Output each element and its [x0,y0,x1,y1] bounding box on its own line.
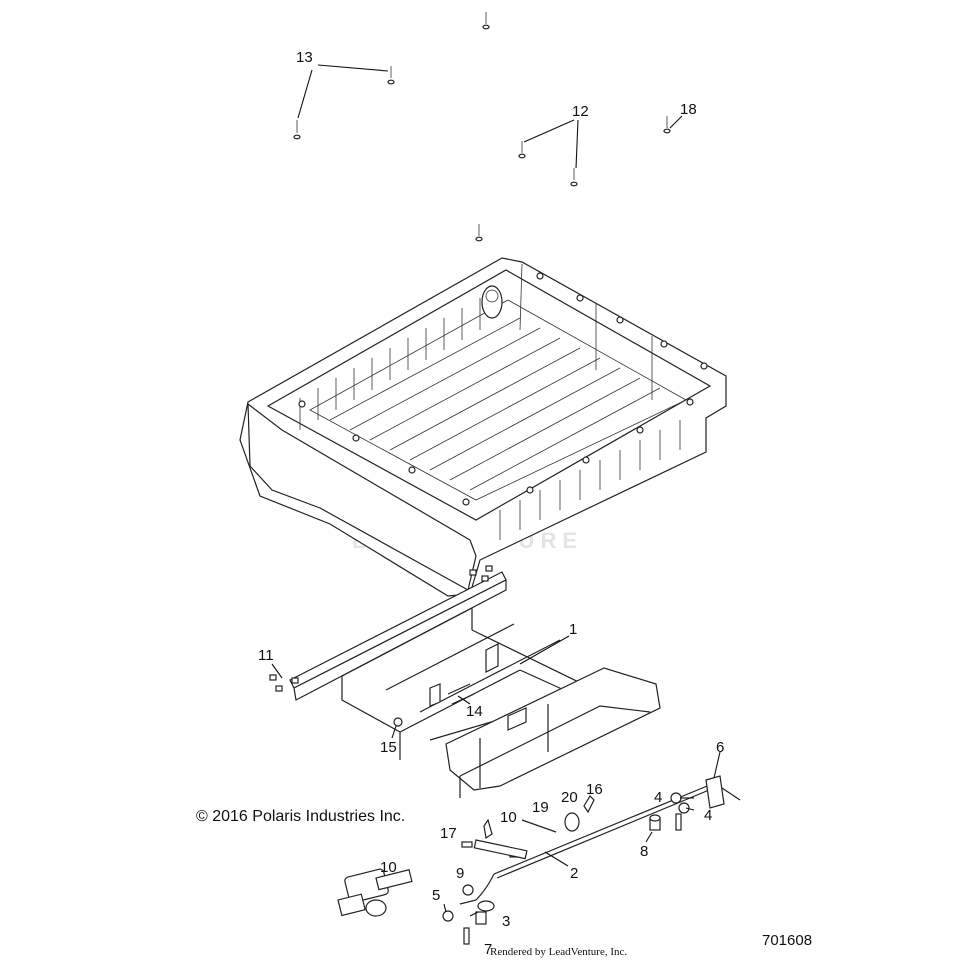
washer-20 [564,812,580,832]
callout-14: 14 [466,703,483,720]
callout-3: 3 [502,913,510,930]
callout-20: 20 [561,789,578,806]
bolt-12-right [570,168,578,187]
pin-4-lower [675,813,682,831]
tie-down-pockets [298,272,708,506]
rendered-by-credit: Rendered by LeadVenture, Inc. [490,946,628,958]
callout-9: 9 [456,865,464,882]
bed-frame [289,571,661,798]
bolt-top-center [482,12,490,30]
callout-19: 19 [532,799,549,816]
callout-5: 5 [432,887,440,904]
bolt-13-right [387,66,395,85]
clip-16 [583,795,595,814]
callout-6: 6 [716,739,724,756]
gas-strut-10 [473,818,528,860]
copyright-notice: © 2016 Polaris Industries Inc. [196,808,406,825]
bolt-12-left [518,141,526,159]
callout-13: 13 [296,49,313,66]
nut-9 [462,884,474,896]
cargo-box [239,257,727,597]
callout-8: 8 [640,843,648,860]
nuts-11 [269,674,299,692]
nut-15 [393,717,403,727]
callout-2: 2 [570,865,578,882]
bushings-4 [670,792,690,814]
bolt-7 [463,927,470,945]
pin-19 [521,819,557,833]
bolt-bed-top [475,224,483,242]
floor-ribs [329,317,661,491]
callout-4-lower: 4 [704,807,712,824]
front-wall-ribs [499,420,681,540]
callout-11: 11 [258,647,274,664]
callout-4-upper: 4 [654,789,662,806]
bolt-18 [663,116,671,134]
callout-1: 1 [569,621,577,638]
latch-rod [459,775,741,905]
actuator-10 [337,868,413,917]
leader-lines [271,64,721,917]
nuts-box-bottom [469,565,493,582]
callout-15: 15 [380,739,397,756]
callout-labels: 13 12 18 1 11 14 15 6 4 4 16 20 19 10 17… [258,49,724,958]
callout-16: 16 [586,781,603,798]
top-hardware [293,12,671,242]
diagram-number: 701608 [762,932,813,949]
bushing-8 [649,814,661,831]
callout-10-strut: 10 [500,809,517,826]
callout-17: 17 [440,825,457,842]
callout-10-actuator: 10 [380,859,397,876]
callout-12: 12 [572,103,589,120]
callout-7: 7 [484,941,492,958]
nut-5 [442,910,454,922]
bushing-3 [475,900,495,925]
callout-18: 18 [680,101,697,118]
bolt-13-left [293,120,301,140]
